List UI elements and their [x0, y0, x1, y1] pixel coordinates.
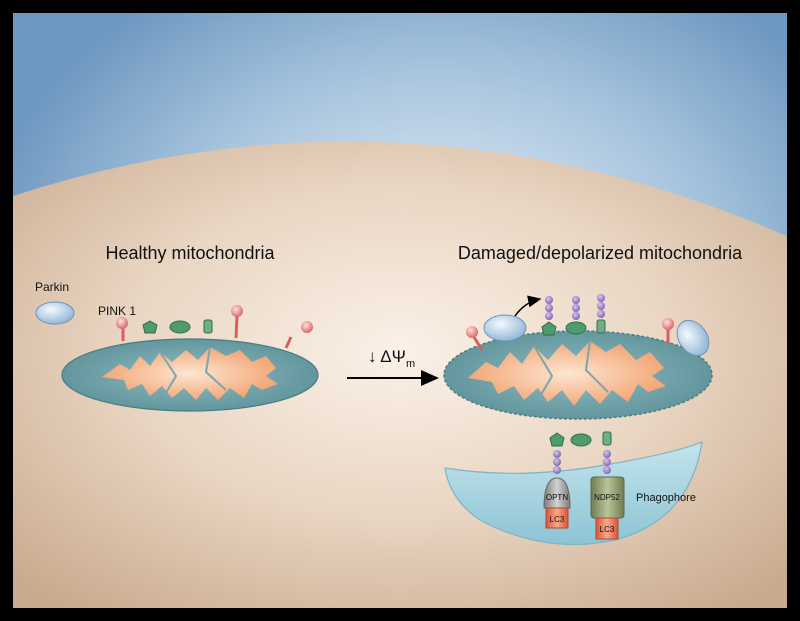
- ubiquitin-chain-top-3: [597, 294, 605, 318]
- damaged-parkin-2: [676, 319, 710, 357]
- lc3-left: LC3: [545, 507, 569, 529]
- healthy-cristae: [102, 347, 278, 400]
- damaged-cristae: [468, 341, 666, 406]
- healthy-pink1-1: [116, 317, 128, 329]
- ubiquitin-chain-top-1: [545, 296, 553, 320]
- ndp52-label: NDP52: [594, 493, 620, 502]
- ubiquitin-chain-top-2: [572, 296, 580, 320]
- damaged-pink1-stalk-1: [472, 336, 484, 351]
- healthy-pink1-stalk-2: [234, 315, 239, 339]
- depolarization-arrow: ↓ ΔΨ m: [347, 347, 439, 386]
- damaged-pink1-1: [466, 326, 478, 338]
- healthy-crista-line-1: [159, 351, 178, 397]
- damaged-crista-line-1: [533, 345, 554, 401]
- ubiquitin-chain-bottom-2: [603, 450, 611, 474]
- healthy-mitochondria-title: Healthy mitochondria: [105, 243, 275, 263]
- damaged-mitochondria-title: Damaged/depolarized mitochondria: [458, 243, 743, 263]
- healthy-substrate-oval: [169, 320, 191, 334]
- healthy-pink1-3: [301, 321, 313, 333]
- parkin-ubiquitination-arrow: [514, 295, 542, 317]
- damaged-substrate-rect-bottom: [602, 431, 612, 446]
- lc3-right-label: LC3: [600, 525, 615, 534]
- delta-psi-label: ↓ ΔΨ: [368, 347, 406, 366]
- damaged-substrate-rect: [596, 319, 606, 334]
- healthy-substrate-pentagon: [142, 320, 158, 334]
- damaged-pink1-2: [662, 318, 674, 330]
- healthy-pink1-2: [231, 305, 243, 317]
- delta-psi-subscript: m: [406, 358, 415, 370]
- damaged-mitochondrion: [443, 294, 713, 447]
- damaged-parkin-1: [483, 314, 527, 342]
- healthy-pink1-stalk-3: [284, 336, 293, 349]
- parkin-protein: [35, 301, 75, 325]
- ubiquitin-chain-bottom-1: [553, 450, 561, 474]
- damaged-substrate-pentagon: [541, 321, 557, 336]
- damaged-crista-line-2: [584, 340, 609, 393]
- damaged-substrate-oval-bottom: [570, 433, 592, 447]
- optn-receptor: OPTN: [543, 477, 571, 509]
- optn-label: OPTN: [546, 493, 568, 502]
- phagophore-label: Phagophore: [636, 492, 696, 504]
- parkin-label: Parkin: [35, 280, 69, 294]
- healthy-substrate-rect: [203, 319, 213, 334]
- damaged-substrate-pentagon-bottom: [549, 432, 565, 447]
- pink1-label: PINK 1: [98, 304, 136, 318]
- phagophore: [444, 441, 703, 546]
- lc3-left-label: LC3: [550, 515, 565, 524]
- ndp52-receptor: NDP52: [590, 476, 625, 519]
- lc3-right: LC3: [595, 517, 619, 540]
- healthy-crista-line-2: [204, 346, 227, 391]
- damaged-substrate-oval: [565, 321, 587, 335]
- healthy-mitochondrion: [61, 305, 319, 412]
